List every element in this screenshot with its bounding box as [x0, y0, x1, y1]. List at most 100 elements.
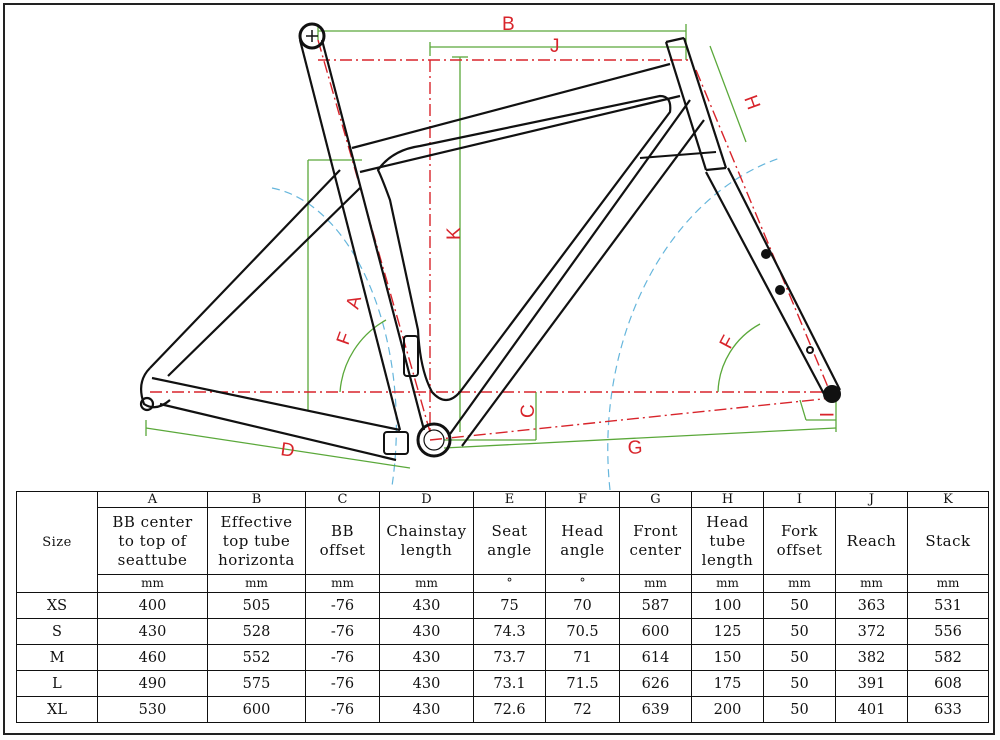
value-cell: 575: [207, 670, 306, 697]
value-cell: 639: [619, 696, 692, 723]
value-cell: -76: [305, 618, 380, 645]
value-cell: -76: [305, 644, 380, 671]
value-cell: 430: [379, 670, 474, 697]
size-cell: XL: [16, 696, 98, 723]
value-cell: 430: [379, 618, 474, 645]
front-wheel-arc: [607, 157, 781, 490]
value-cell: 175: [691, 670, 764, 697]
value-cell: 430: [97, 618, 208, 645]
dim-label-b: B: [502, 14, 515, 35]
col-unit: mm: [305, 574, 380, 593]
value-cell: 70: [545, 592, 620, 619]
measure-lines: [145, 24, 837, 469]
page-border: [3, 3, 995, 735]
wheel-arcs: [271, 157, 781, 490]
col-description: Stack: [907, 507, 989, 575]
value-cell: 608: [907, 670, 989, 697]
value-cell: 50: [763, 644, 836, 671]
value-cell: 74.3: [473, 618, 546, 645]
col-unit: mm: [691, 574, 764, 593]
col-letter: C: [305, 491, 380, 508]
size-cell: XS: [16, 592, 98, 619]
dimension-labels: B J H K A F C D G F I: [279, 14, 836, 462]
col-unit: °: [545, 574, 620, 593]
col-letter: D: [379, 491, 474, 508]
dim-label-f-front: F: [716, 332, 740, 352]
value-cell: 50: [763, 696, 836, 723]
value-cell: 125: [691, 618, 764, 645]
value-cell: 460: [97, 644, 208, 671]
size-cell: M: [16, 644, 98, 671]
value-cell: 71.5: [545, 670, 620, 697]
dim-label-g: G: [627, 437, 643, 459]
col-letter: I: [763, 491, 836, 508]
value-cell: 552: [207, 644, 306, 671]
value-cell: 587: [619, 592, 692, 619]
col-letter: G: [619, 491, 692, 508]
value-cell: 531: [907, 592, 989, 619]
dim-label-i: I: [815, 412, 836, 417]
dim-label-h: H: [739, 93, 763, 113]
value-cell: 430: [379, 644, 474, 671]
col-unit: mm: [907, 574, 989, 593]
col-letter: B: [207, 491, 306, 508]
value-cell: 391: [835, 670, 908, 697]
dim-label-k: K: [444, 227, 465, 240]
value-cell: 372: [835, 618, 908, 645]
bottom-bracket-icon: [416, 422, 452, 458]
size-cell: L: [16, 670, 98, 697]
value-cell: -76: [305, 592, 380, 619]
col-letter: K: [907, 491, 989, 508]
size-header: Size: [16, 491, 98, 593]
size-cell: S: [16, 618, 98, 645]
col-unit: °: [473, 574, 546, 593]
col-letter: H: [691, 491, 764, 508]
col-description: Reach: [835, 507, 908, 575]
dimension-centerlines: [150, 39, 833, 441]
col-unit: mm: [763, 574, 836, 593]
col-letter: J: [835, 491, 908, 508]
col-letter: E: [473, 491, 546, 508]
dim-label-j: J: [550, 36, 560, 57]
value-cell: 72: [545, 696, 620, 723]
dim-label-c: C: [518, 404, 539, 418]
frame-details: [298, 22, 841, 458]
value-cell: 556: [907, 618, 989, 645]
value-cell: 401: [835, 696, 908, 723]
value-cell: 582: [907, 644, 989, 671]
value-cell: 505: [207, 592, 306, 619]
col-unit: mm: [835, 574, 908, 593]
value-cell: 50: [763, 618, 836, 645]
value-cell: 70.5: [545, 618, 620, 645]
value-cell: 73.1: [473, 670, 546, 697]
value-cell: 100: [691, 592, 764, 619]
bike-frame: [139, 36, 841, 462]
value-cell: 626: [619, 670, 692, 697]
dim-label-f-rear: F: [333, 330, 357, 348]
value-cell: 72.6: [473, 696, 546, 723]
value-cell: 363: [835, 592, 908, 619]
frame-geometry-diagram: B J H K A F C D G F I: [139, 14, 841, 490]
col-unit: mm: [619, 574, 692, 593]
rear-wheel-arc: [271, 187, 397, 487]
value-cell: 382: [835, 644, 908, 671]
col-unit: mm: [379, 574, 474, 593]
col-letter: F: [545, 491, 620, 508]
value-cell: 73.7: [473, 644, 546, 671]
value-cell: 50: [763, 670, 836, 697]
